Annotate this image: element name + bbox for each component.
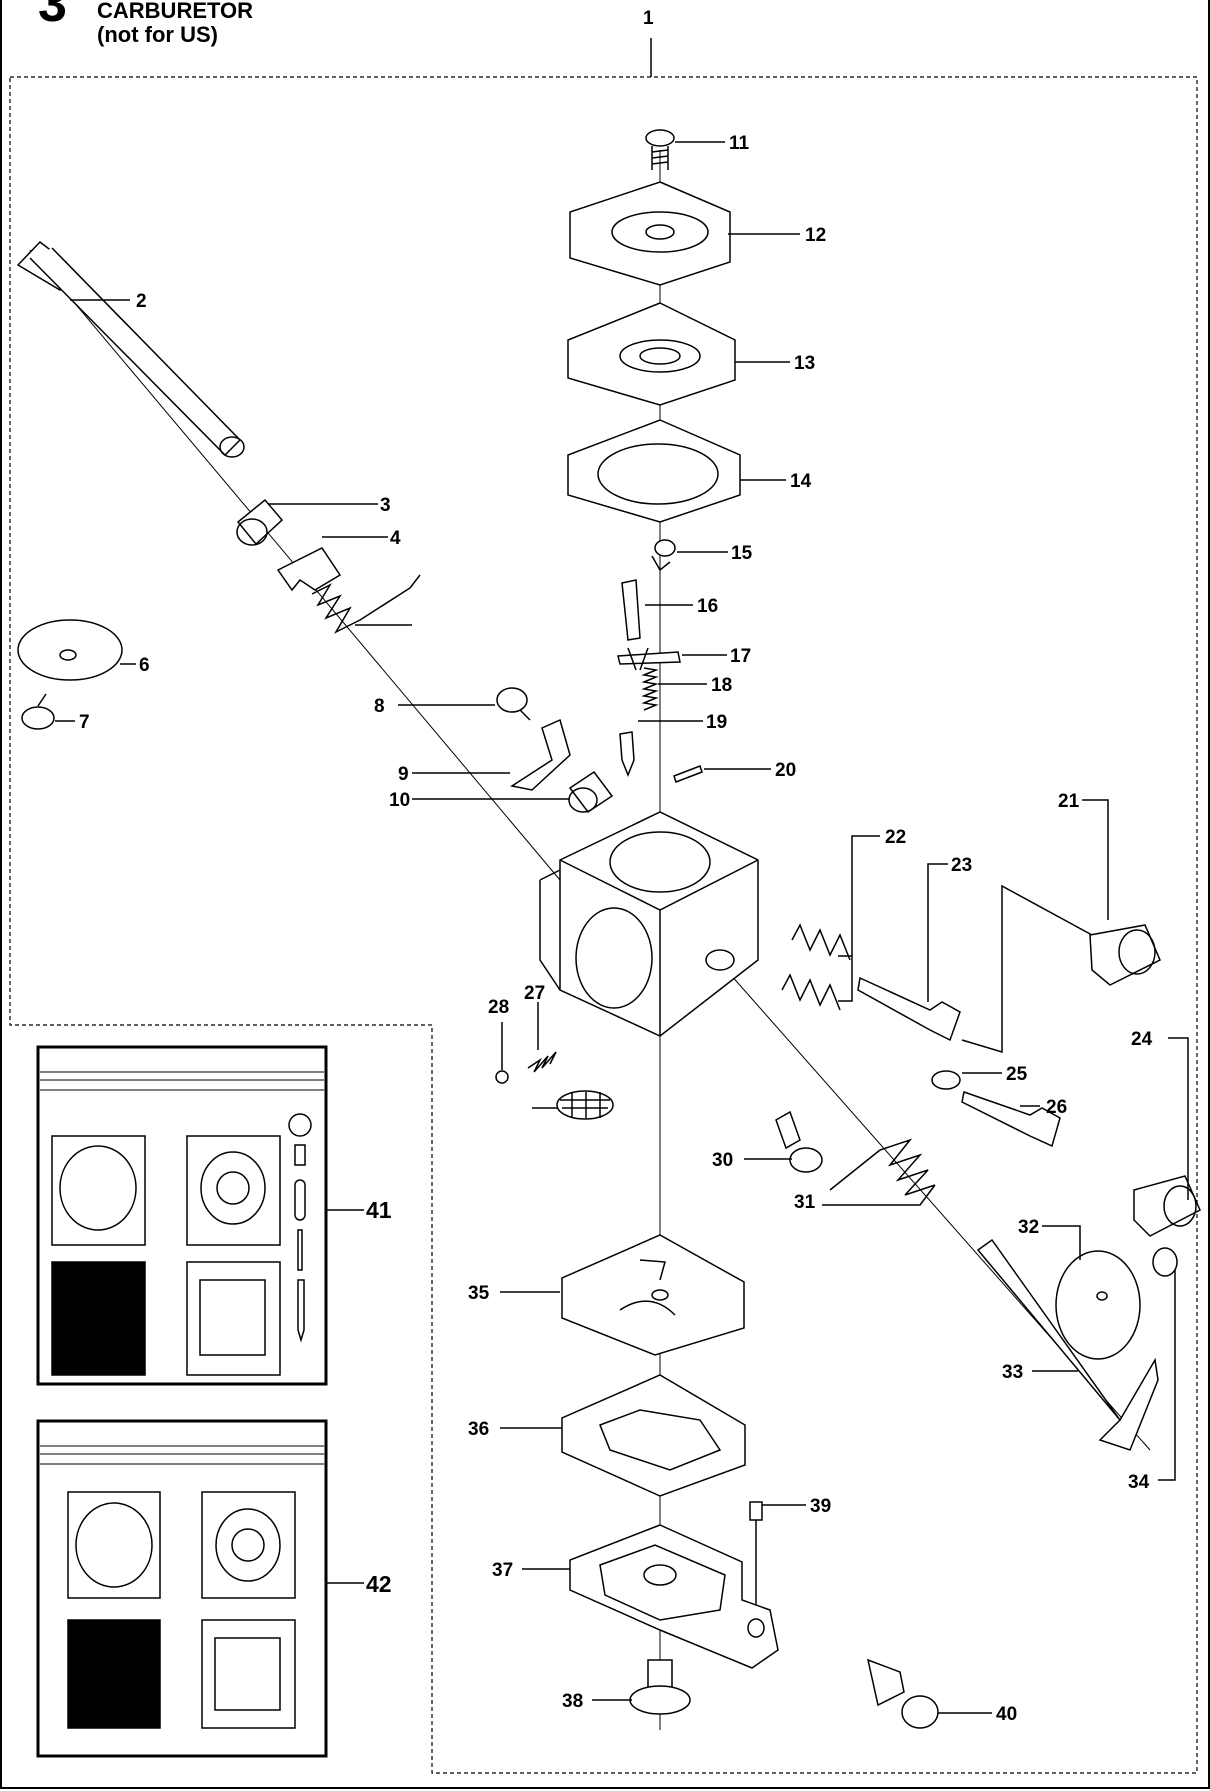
label-6: 6 (139, 655, 150, 676)
label-2: 2 (136, 291, 147, 312)
screw-7-icon (21, 693, 55, 730)
label-13: 13 (794, 353, 815, 374)
choke-spring-icon (311, 574, 421, 634)
choke-shaft-2-icon (16, 240, 245, 458)
label-32: 32 (1018, 1217, 1039, 1238)
screw-34-icon (1152, 1247, 1178, 1277)
assembly-outline (9, 76, 1198, 1774)
choke-plate-6-icon (17, 619, 123, 681)
label-27: 27 (524, 983, 545, 1004)
label-10: 10 (389, 790, 410, 811)
lever-4-icon (276, 547, 342, 592)
label-3: 3 (380, 495, 391, 516)
spring-18-icon (641, 667, 659, 711)
needle-23-icon (857, 976, 961, 1042)
label-22: 22 (885, 827, 906, 848)
screw-8-icon (496, 687, 531, 721)
label-4: 4 (390, 528, 401, 549)
screw-15-icon (651, 539, 676, 572)
carburetor-body-icon (539, 811, 759, 1037)
page-title: CARBURETOR (97, 0, 254, 23)
leader-24 (1168, 1037, 1189, 1200)
screw-30-icon (775, 1110, 823, 1173)
label-41: 41 (366, 1197, 392, 1223)
throttle-plate-32-icon (1055, 1250, 1141, 1360)
ball-28-icon (495, 1070, 509, 1084)
label-16: 16 (697, 596, 718, 617)
pin-20-icon (673, 765, 703, 783)
label-25: 25 (1006, 1064, 1028, 1085)
label-19: 19 (706, 712, 727, 733)
leader-34 (1158, 1270, 1176, 1481)
spring-31-icon (822, 1138, 936, 1206)
o-ring-25-icon (931, 1070, 961, 1090)
throttle-shaft-33-icon (976, 1238, 1159, 1451)
label-20: 20 (775, 760, 796, 781)
label-1: 1 (643, 8, 654, 29)
label-33: 33 (1002, 1362, 1023, 1383)
label-11: 11 (729, 133, 750, 154)
label-37: 37 (492, 1560, 513, 1581)
bushing-3-icon (236, 498, 284, 546)
label-38: 38 (562, 1691, 583, 1712)
springs-22-icon (781, 923, 851, 1011)
pump-body-37-icon (569, 1524, 779, 1669)
pump-cover-12-icon (569, 181, 731, 286)
leader-32 (1042, 1225, 1081, 1260)
cap-24-icon (1133, 1175, 1201, 1237)
screw-40-icon (866, 1658, 939, 1729)
repair-kit-41-icon (36, 1045, 328, 1386)
label-40: 40 (996, 1704, 1017, 1725)
label-21: 21 (1058, 791, 1080, 812)
label-39: 39 (810, 1496, 831, 1517)
label-12: 12 (805, 225, 826, 246)
label-8: 8 (374, 696, 385, 717)
section-number: 3 (38, 0, 67, 33)
label-34: 34 (1128, 1472, 1150, 1493)
repair-kit-42-icon (36, 1419, 328, 1758)
screw-11-icon (645, 129, 675, 170)
label-7: 7 (79, 712, 90, 733)
screw-38-icon (629, 1659, 691, 1715)
label-30: 30 (712, 1150, 733, 1171)
spring-27-icon (527, 1051, 557, 1073)
throttle-plate-hole (1096, 1291, 1108, 1301)
lever-17-icon (617, 647, 681, 671)
label-24: 24 (1131, 1029, 1153, 1050)
page-subtitle: (not for US) (97, 22, 218, 47)
leader-23 (927, 863, 948, 1002)
leader-21 (1082, 799, 1109, 920)
label-36: 36 (468, 1419, 489, 1440)
label-35: 35 (468, 1283, 490, 1304)
label-14: 14 (790, 471, 812, 492)
label-28: 28 (488, 997, 509, 1018)
label-17: 17 (730, 646, 751, 667)
label-31: 31 (794, 1192, 816, 1213)
label-23: 23 (951, 855, 972, 876)
plate-36-icon (561, 1374, 746, 1497)
screen-filter-icon (556, 1090, 614, 1120)
label-18: 18 (711, 675, 732, 696)
cap-21-icon (1089, 924, 1161, 986)
pin-39-icon (749, 1501, 763, 1521)
gasket-14-icon (567, 419, 741, 523)
label-26: 26 (1046, 1097, 1067, 1118)
label-42: 42 (366, 1571, 392, 1597)
pin-16-icon (621, 579, 641, 641)
needle-26-icon (961, 1091, 1061, 1148)
bracket-9-icon (510, 718, 571, 791)
diaphragm-13-icon (567, 302, 736, 406)
gasket-35-icon (561, 1234, 745, 1356)
leader-22 (838, 835, 880, 1002)
leader-21b (961, 884, 1093, 1054)
label-15: 15 (731, 543, 753, 564)
needle-19-icon (619, 731, 635, 778)
leader-39 (755, 1504, 806, 1605)
label-9: 9 (398, 764, 409, 785)
bushing-10-icon (568, 770, 614, 814)
